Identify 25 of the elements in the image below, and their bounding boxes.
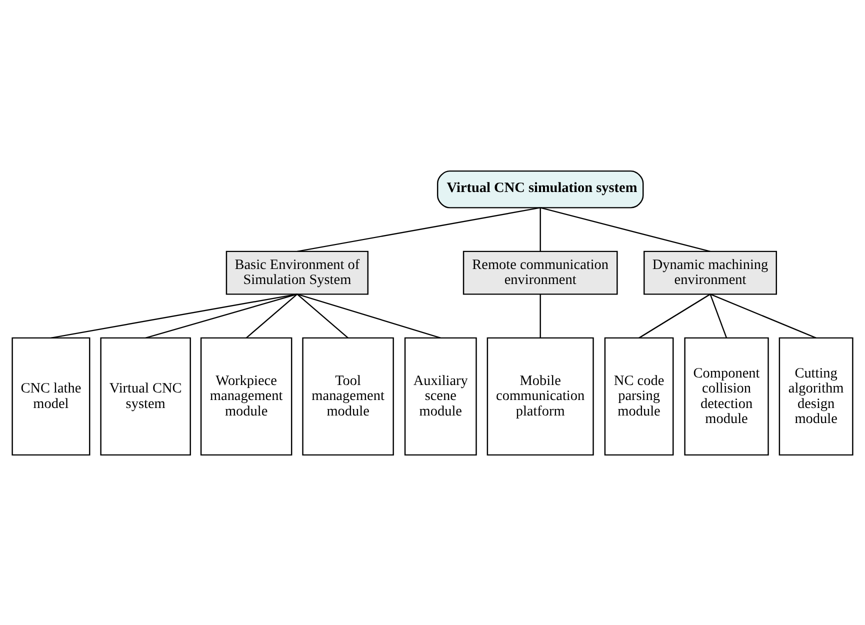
connector	[540, 206, 710, 252]
connector	[540, 294, 541, 338]
connector	[145, 293, 298, 338]
node-box: Virtual CNC simulation system	[436, 170, 644, 208]
connector	[297, 293, 441, 338]
connector	[50, 293, 298, 338]
node-box: Auxiliary scene module	[404, 336, 477, 456]
node-box: Dynamic machining environment	[644, 250, 777, 294]
node-box: Remote communication environment	[462, 250, 618, 294]
connector	[540, 207, 541, 251]
node-box: Mobile communication platform	[486, 336, 594, 456]
connector	[710, 293, 816, 338]
node-box: Basic Environment of Simulation System	[226, 250, 368, 294]
node-box: Tool management module	[302, 336, 394, 456]
node-box: NC code parsing module	[604, 336, 674, 456]
connector	[638, 293, 711, 338]
node-box: Virtual CNC system	[100, 336, 191, 456]
node-box: CNC lathe model	[12, 336, 90, 456]
node-box: Component collision detection module	[684, 336, 769, 456]
node-box: Cutting algorithm design module	[778, 336, 854, 456]
connector	[297, 206, 540, 252]
node-box: Workpiece management module	[200, 336, 292, 456]
connector	[246, 293, 298, 338]
connector	[710, 293, 728, 338]
connector	[296, 293, 348, 338]
